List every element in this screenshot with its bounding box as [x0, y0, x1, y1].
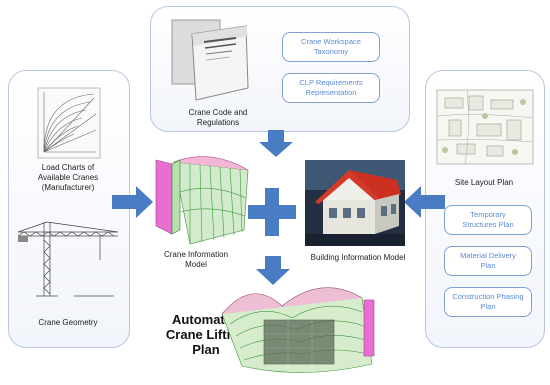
- arrow-down-from-top: [259, 130, 293, 157]
- crane-lifting-plan-image: [221, 287, 375, 373]
- arrow-left-from-right: [404, 186, 445, 218]
- building-information-model-image: [305, 160, 405, 246]
- pill-material-delivery: Material Delivery Plan: [444, 246, 532, 276]
- pill-temporary-structures: Temporary Structures Plan: [444, 205, 532, 235]
- arrow-right-from-left: [112, 186, 153, 218]
- site-layout-image: [436, 89, 534, 165]
- crane-information-model-image: [155, 156, 249, 245]
- load-chart-image: [37, 87, 101, 159]
- crane-geometry-caption: Crane Geometry: [38, 318, 98, 327]
- arrow-down-to-output: [256, 256, 290, 285]
- regulations-book-image: [171, 19, 249, 101]
- site-layout-caption: Site Layout Plan: [454, 178, 514, 187]
- regulations-caption: Crane Code and Regulations: [188, 108, 248, 127]
- load-charts-caption: Load Charts of Available Cranes (Manufac…: [37, 163, 99, 192]
- pill-clp-requirements: CLP Requirements Representation: [282, 73, 380, 103]
- crane-information-model-caption: Crane Information Model: [163, 250, 229, 269]
- crane-geometry-image: [17, 221, 119, 297]
- pill-construction-phasing: Construction Phasing Plan: [444, 287, 532, 317]
- building-information-model-caption: Building Information Model: [310, 253, 406, 262]
- plus-icon: [248, 188, 296, 236]
- pill-crane-workspace-taxonomy: Crane Workspace Taxonomy: [282, 32, 380, 62]
